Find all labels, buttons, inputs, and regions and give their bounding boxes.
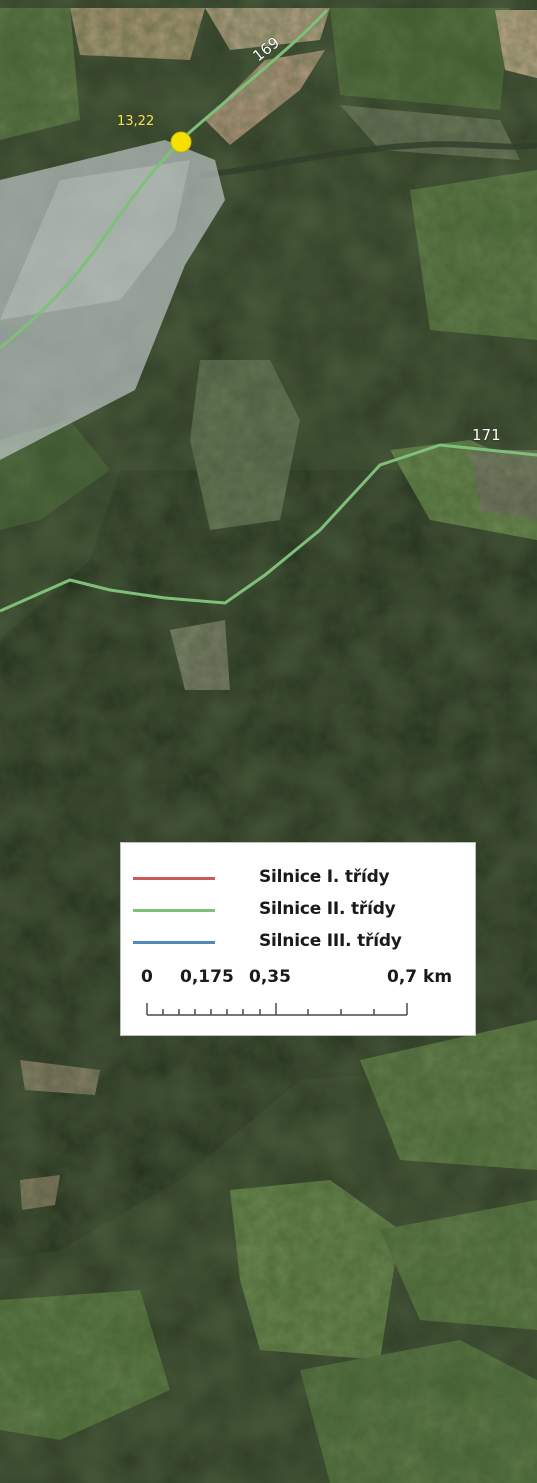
- scale-label-0: 0: [141, 967, 153, 987]
- scale-label-0175: 0,175: [180, 967, 234, 987]
- scale-bar: [146, 1003, 408, 1016]
- legend-swatch-blue: [133, 941, 215, 944]
- photo-overlay: [0, 140, 225, 460]
- legend-swatch-green: [133, 909, 215, 912]
- map-legend: Silnice I. třídy Silnice II. třídy Silni…: [120, 842, 476, 1036]
- river-valley: [199, 141, 537, 178]
- scale-label-07km: 0,7 km: [387, 967, 453, 987]
- road-171: [0, 443, 537, 613]
- legend-item-class3: Silnice III. třídy: [121, 929, 475, 957]
- road-169: [0, 8, 329, 350]
- legend-item-class2: Silnice II. třídy: [121, 897, 475, 925]
- legend-label: Silnice I. třídy: [259, 867, 390, 887]
- road-label-171: 171: [472, 426, 501, 444]
- point-label: 13,22: [117, 114, 154, 129]
- legend-label: Silnice II. třídy: [259, 899, 396, 919]
- photo-overlay-bright: [0, 160, 190, 320]
- legend-item-class1: Silnice I. třídy: [121, 865, 475, 893]
- legend-swatch-red: [133, 877, 215, 880]
- scale-label-035: 0,35: [249, 967, 291, 987]
- measurement-point[interactable]: [170, 131, 192, 153]
- legend-label: Silnice III. třídy: [259, 931, 402, 951]
